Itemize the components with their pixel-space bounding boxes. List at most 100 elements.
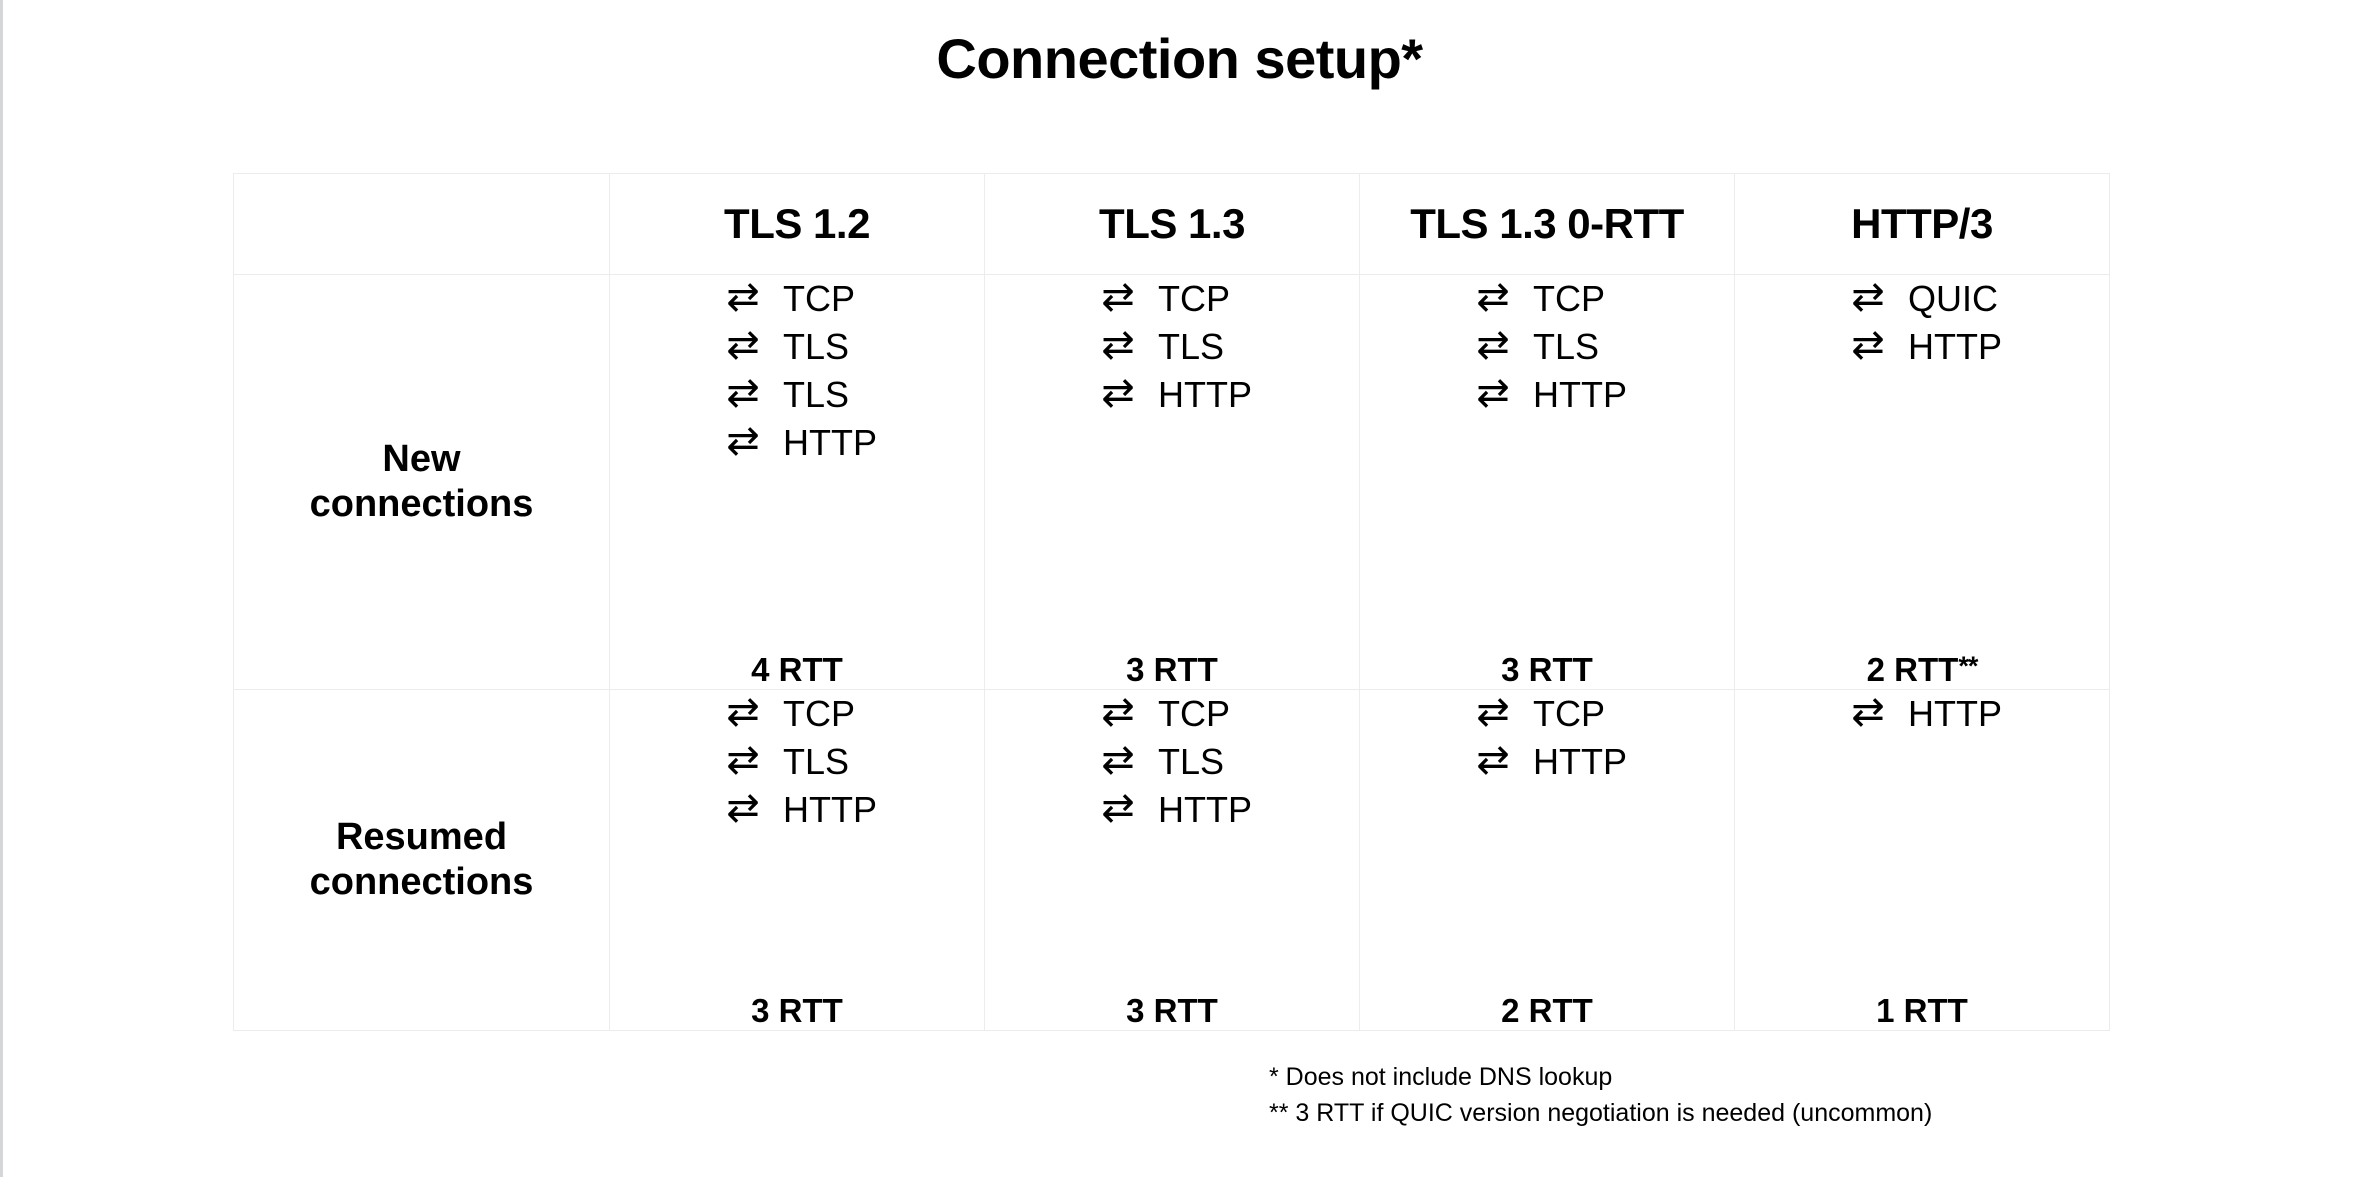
cell-new-tls12: ⇄ TCP ⇄ TLS ⇄ TLS	[609, 274, 985, 690]
protocol-step-label: TLS	[1158, 326, 1225, 367]
cell-resumed-tls12: ⇄ TCP ⇄ TLS ⇄ HTTP	[609, 689, 985, 1031]
rtt-value: 1 RTT	[1876, 992, 1968, 1029]
protocol-step: ⇄ TLS	[717, 323, 877, 371]
connection-setup-table: TLS 1.2 TLS 1.3 TLS 1.3 0-RTT HTTP/3 New…	[233, 173, 2110, 1031]
bidirectional-arrow-icon: ⇄	[726, 274, 760, 320]
row-label-line1: New	[382, 438, 461, 481]
protocol-step: ⇄ HTTP	[1842, 690, 2002, 738]
protocol-step-label: TLS	[1533, 326, 1600, 367]
bidirectional-arrow-icon: ⇄	[1476, 737, 1510, 783]
cell-new-tls13: ⇄ TCP ⇄ TLS ⇄ HTTP	[984, 274, 1360, 690]
bidirectional-arrow-icon: ⇄	[726, 785, 760, 831]
protocol-step: ⇄ HTTP	[1467, 738, 1627, 786]
protocol-step-list: ⇄ TCP ⇄ TLS ⇄ HTTP	[1092, 275, 1252, 419]
rtt-value: 3 RTT	[751, 992, 843, 1029]
row-label-resumed-connections: Resumed connections	[233, 689, 610, 1031]
row-label-line2: connections	[309, 861, 534, 903]
protocol-step-label: TCP	[783, 278, 855, 319]
protocol-step-label: TCP	[1158, 278, 1230, 319]
protocol-step-list: ⇄ TCP ⇄ TLS ⇄ HTTP	[1092, 690, 1252, 834]
rtt-total: 1 RTT	[1876, 992, 1968, 1030]
protocol-step: ⇄ TCP	[717, 690, 877, 738]
row-label-line2: connections	[309, 483, 534, 525]
protocol-step-label: HTTP	[783, 422, 877, 463]
protocol-step: ⇄ HTTP	[1467, 371, 1627, 419]
footnotes: * Does not include DNS lookup ** 3 RTT i…	[1269, 1060, 1932, 1131]
column-header-tls12: TLS 1.2	[609, 173, 985, 275]
page-title: Connection setup*	[936, 27, 1423, 90]
bidirectional-arrow-icon: ⇄	[1851, 689, 1885, 735]
rtt-value: 2 RTT	[1501, 992, 1593, 1029]
bidirectional-arrow-icon: ⇄	[726, 370, 760, 416]
protocol-step: ⇄ TCP	[1467, 690, 1627, 738]
bidirectional-arrow-icon: ⇄	[1476, 322, 1510, 368]
protocol-step-list: ⇄ TCP ⇄ TLS ⇄ TLS	[717, 275, 877, 467]
bidirectional-arrow-icon: ⇄	[726, 418, 760, 464]
bidirectional-arrow-icon: ⇄	[1476, 689, 1510, 735]
bidirectional-arrow-icon: ⇄	[1101, 737, 1135, 783]
bidirectional-arrow-icon: ⇄	[726, 689, 760, 735]
protocol-step-label: HTTP	[783, 789, 877, 830]
rtt-total: 4 RTT	[751, 651, 843, 689]
protocol-step: ⇄ HTTP	[1092, 786, 1252, 834]
bidirectional-arrow-icon: ⇄	[1476, 370, 1510, 416]
rtt-value: 2 RTT	[1866, 651, 1959, 688]
protocol-step-label: HTTP	[1908, 693, 2002, 734]
rtt-total: 3 RTT	[1126, 651, 1218, 689]
protocol-step-list: ⇄ HTTP	[1842, 690, 2002, 738]
protocol-step: ⇄ HTTP	[1842, 323, 2002, 371]
protocol-step: ⇄ TCP	[1467, 275, 1627, 323]
footnote-double-asterisk: ** 3 RTT if QUIC version negotiation is …	[1269, 1098, 1933, 1127]
column-header-http3: HTTP/3	[1734, 173, 2110, 275]
protocol-step-label: TLS	[783, 741, 850, 782]
protocol-step: ⇄ TCP	[717, 275, 877, 323]
protocol-step: ⇄ HTTP	[717, 419, 877, 467]
cell-resumed-tls13: ⇄ TCP ⇄ TLS ⇄ HTTP	[984, 689, 1360, 1031]
protocol-step: ⇄ HTTP	[717, 786, 877, 834]
protocol-step-label: TCP	[1533, 278, 1605, 319]
protocol-step: ⇄ TLS	[1092, 738, 1252, 786]
protocol-step: ⇄ TCP	[1092, 275, 1252, 323]
rtt-value: 3 RTT	[1126, 992, 1218, 1029]
rtt-total: 3 RTT	[1501, 651, 1593, 689]
protocol-step: ⇄ TCP	[1092, 690, 1252, 738]
bidirectional-arrow-icon: ⇄	[726, 322, 760, 368]
protocol-step-label: HTTP	[1908, 326, 2002, 367]
protocol-step: ⇄ QUIC	[1842, 275, 2002, 323]
bidirectional-arrow-icon: ⇄	[1851, 274, 1885, 320]
rtt-total: 3 RTT	[751, 992, 843, 1030]
cell-new-tls13-0rtt: ⇄ TCP ⇄ TLS ⇄ HTTP	[1359, 274, 1735, 690]
protocol-step-label: HTTP	[1158, 374, 1252, 415]
table-header-row: TLS 1.2 TLS 1.3 TLS 1.3 0-RTT HTTP/3	[233, 173, 2110, 275]
table-row-new-connections: New connections ⇄ TCP ⇄ TLS	[233, 274, 2110, 690]
cell-new-http3: ⇄ QUIC ⇄ HTTP 2 RTT**	[1734, 274, 2110, 690]
protocol-step-label: HTTP	[1533, 374, 1627, 415]
bidirectional-arrow-icon: ⇄	[726, 737, 760, 783]
rtt-footnote-marker: **	[1958, 651, 1978, 681]
column-header-tls13-0rtt: TLS 1.3 0-RTT	[1359, 173, 1735, 275]
row-label-new-connections: New connections	[233, 274, 610, 690]
bidirectional-arrow-icon: ⇄	[1101, 274, 1135, 320]
protocol-step: ⇄ TLS	[1092, 323, 1252, 371]
rtt-value: 3 RTT	[1501, 651, 1593, 688]
protocol-step-label: HTTP	[1158, 789, 1252, 830]
protocol-step-list: ⇄ TCP ⇄ HTTP	[1467, 690, 1627, 786]
protocol-step-label: TLS	[783, 326, 850, 367]
cell-resumed-http3: ⇄ HTTP 1 RTT	[1734, 689, 2110, 1031]
bidirectional-arrow-icon: ⇄	[1101, 785, 1135, 831]
bidirectional-arrow-icon: ⇄	[1101, 322, 1135, 368]
rtt-value: 4 RTT	[751, 651, 843, 688]
protocol-step-list: ⇄ TCP ⇄ TLS ⇄ HTTP	[1467, 275, 1627, 419]
footnote-single-asterisk: * Does not include DNS lookup	[1269, 1063, 1613, 1091]
rtt-total: 2 RTT	[1501, 992, 1593, 1030]
bidirectional-arrow-icon: ⇄	[1101, 370, 1135, 416]
protocol-step-label: TLS	[1158, 741, 1225, 782]
rtt-value: 3 RTT	[1126, 651, 1218, 688]
protocol-step-list: ⇄ TCP ⇄ TLS ⇄ HTTP	[717, 690, 877, 834]
protocol-step: ⇄ HTTP	[1092, 371, 1252, 419]
protocol-step-label: TCP	[1533, 693, 1605, 734]
protocol-step-label: HTTP	[1533, 741, 1627, 782]
bidirectional-arrow-icon: ⇄	[1101, 689, 1135, 735]
protocol-step-list: ⇄ QUIC ⇄ HTTP	[1842, 275, 2002, 371]
protocol-step: ⇄ TLS	[717, 371, 877, 419]
